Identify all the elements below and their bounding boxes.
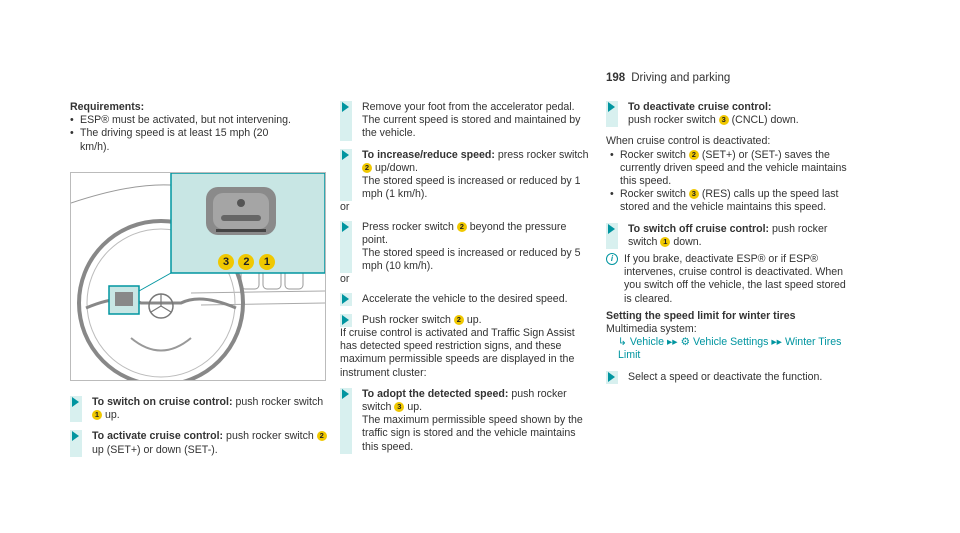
requirement-item: ESP® must be activated, but not interven… xyxy=(70,114,330,127)
step-arrow-icon xyxy=(342,314,349,325)
column-1-steps: To switch on cruise control: push rocker… xyxy=(70,396,330,465)
step-accelerate: Accelerate the vehicle to the desired sp… xyxy=(340,292,592,306)
column-2: Remove your foot from the accelerator pe… xyxy=(340,101,592,462)
step-arrow-icon xyxy=(342,149,349,160)
column-1: Requirements: ESP® must be activated, bu… xyxy=(70,101,330,154)
callout-1: 1 xyxy=(258,254,275,270)
multimedia-label: Multimedia system: xyxy=(606,323,697,336)
path-winter-tires: Winter Tires Limit xyxy=(618,336,842,362)
bullet-rocker-2: Rocker switch 2 (SET+) or (SET-) saves t… xyxy=(610,149,856,189)
page-header: 198 Driving and parking xyxy=(606,72,730,84)
section-title: Driving and parking xyxy=(631,72,731,84)
step-remove-foot: Remove your foot from the accelerator pe… xyxy=(340,101,592,141)
info-note: i If you brake, deactivate ESP® or if ES… xyxy=(606,253,856,306)
or-text: or xyxy=(340,201,350,214)
step-arrow-icon xyxy=(342,293,349,304)
step-arrow-icon xyxy=(608,371,615,382)
step-adopt-speed: To adopt the detected speed: push rocker… xyxy=(340,387,592,454)
steering-wheel-illustration xyxy=(71,173,325,380)
setting-title: Setting the speed limit for winter tires xyxy=(606,309,796,322)
step-switch-off: To switch off cruise control: push rocke… xyxy=(606,222,856,250)
path-start-icon: ↳ xyxy=(618,336,627,349)
step-switch-on: To switch on cruise control: push rocker… xyxy=(70,396,330,423)
step-select-speed: Select a speed or deactivate the functio… xyxy=(606,370,856,384)
step-arrow-icon xyxy=(342,221,349,232)
page-number: 198 xyxy=(606,72,626,84)
when-deactivated-text: When cruise control is deactivated: xyxy=(606,135,771,148)
step-arrow-icon xyxy=(72,397,79,407)
column-3: To deactivate cruise control: push rocke… xyxy=(606,101,856,392)
callout-group: 3 2 1 xyxy=(218,253,275,271)
step-arrow-icon xyxy=(342,102,349,112)
path-separator-icon: ▸▸ xyxy=(771,336,782,349)
step-beyond-pressure: Press rocker switch 2 beyond the pressur… xyxy=(340,220,592,274)
traffic-sign-paragraph: If cruise control is activated and Traff… xyxy=(340,327,575,379)
step-activate: To activate cruise control: push rocker … xyxy=(70,430,330,457)
or-text: or xyxy=(340,273,350,286)
callout-2: 2 xyxy=(238,254,255,270)
info-icon: i xyxy=(606,253,618,266)
step-arrow-icon xyxy=(72,431,79,442)
requirement-item: The driving speed is at least 15 mph (20… xyxy=(70,127,300,153)
settings-icon: ⚙ xyxy=(680,336,691,349)
callout-3: 3 xyxy=(218,254,234,270)
path-separator-icon: ▸▸ xyxy=(666,336,678,349)
cruise-control-figure: 3 2 1 xyxy=(70,172,326,381)
path-vehicle-settings: Vehicle Settings xyxy=(693,336,769,349)
path-vehicle: Vehicle xyxy=(629,336,665,349)
step-increase-reduce: To increase/reduce speed: press rocker s… xyxy=(340,148,592,202)
step-arrow-icon xyxy=(342,388,349,399)
step-deactivate: To deactivate cruise control: push rocke… xyxy=(606,101,856,128)
bullet-rocker-3: Rocker switch 3 (RES) calls up the speed… xyxy=(610,188,856,214)
step-arrow-icon xyxy=(608,223,615,234)
step-push-up: Push rocker switch 2 up. xyxy=(340,313,592,328)
step-arrow-icon xyxy=(608,102,615,112)
requirements-title: Requirements: xyxy=(70,101,145,113)
menu-path: ↳ Vehicle ▸▸ ⚙ Vehicle Settings ▸▸ Winte… xyxy=(606,336,856,362)
